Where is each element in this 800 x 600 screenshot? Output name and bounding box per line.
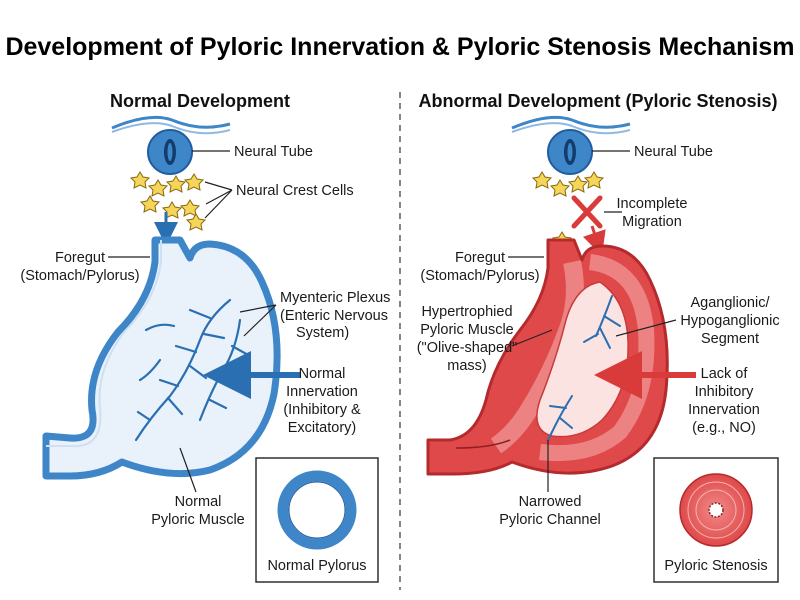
neural-tube-icon	[511, 115, 631, 175]
neural-crest-cell-icon	[129, 171, 207, 231]
normal-neural-crest-label: Neural Crest Cells	[236, 183, 354, 199]
normal-neural-tube-label: Neural Tube	[234, 144, 313, 160]
innervation-label-3: (Inhibitory &	[283, 402, 361, 418]
innervation-label-4: Excitatory)	[288, 420, 357, 436]
normal-foregut-label-1: Foregut	[55, 250, 105, 266]
innervation-label-2: Innervation	[286, 384, 358, 400]
channel-label-2: Pyloric Channel	[499, 512, 601, 528]
lack-label-4: (e.g., NO)	[692, 420, 756, 436]
lack-label-3: Innervation	[688, 402, 760, 418]
abnormal-foregut-label-1: Foregut	[455, 250, 505, 266]
hyper-label-2: Pyloric Muscle	[420, 322, 513, 338]
plexus-label-3: System)	[296, 325, 349, 341]
hyper-label-1: Hypertrophied	[421, 304, 512, 320]
hyper-label-3: ("Olive-shaped"	[417, 340, 518, 356]
plexus-label-1: Myenteric Plexus	[280, 290, 390, 306]
normal-heading: Normal Development	[110, 91, 290, 111]
normal-muscle-label-2: Pyloric Muscle	[151, 512, 244, 528]
lack-label-2: Inhibitory	[695, 384, 755, 400]
block-x-icon	[571, 195, 603, 229]
sparse-nerves	[547, 295, 621, 441]
abnormal-neural-tube-label: Neural Tube	[634, 144, 713, 160]
migration-label-1: Incomplete	[617, 196, 688, 212]
agang-label-2: Hypoganglionic	[680, 313, 779, 329]
channel-label-1: Narrowed	[519, 494, 582, 510]
normal-foregut-label-2: (Stomach/Pylorus)	[20, 268, 139, 284]
innervation-label-1: Normal	[299, 366, 346, 382]
agang-label-3: Segment	[701, 331, 759, 347]
normal-muscle-label-1: Normal	[175, 494, 222, 510]
lack-label-1: Lack of	[701, 366, 749, 382]
normal-stomach	[42, 236, 281, 480]
migration-label-2: Migration	[622, 214, 682, 230]
neural-crest-cell-icon	[531, 171, 605, 249]
page-title: Development of Pyloric Innervation & Pyl…	[5, 33, 794, 61]
normal-pylorus-ring-icon	[277, 470, 357, 550]
hyper-label-4: mass)	[447, 358, 486, 374]
abnormal-heading: Abnormal Development (Pyloric Stenosis)	[418, 91, 777, 111]
stenosis-inset-label: Pyloric Stenosis	[664, 558, 767, 574]
agang-label-1: Aganglionic/	[691, 295, 771, 311]
normal-pylorus-label: Normal Pylorus	[267, 558, 366, 574]
abnormal-foregut-label-2: (Stomach/Pylorus)	[420, 268, 539, 284]
plexus-label-2: (Enteric Nervous	[280, 308, 388, 324]
neural-tube-icon	[111, 115, 231, 175]
